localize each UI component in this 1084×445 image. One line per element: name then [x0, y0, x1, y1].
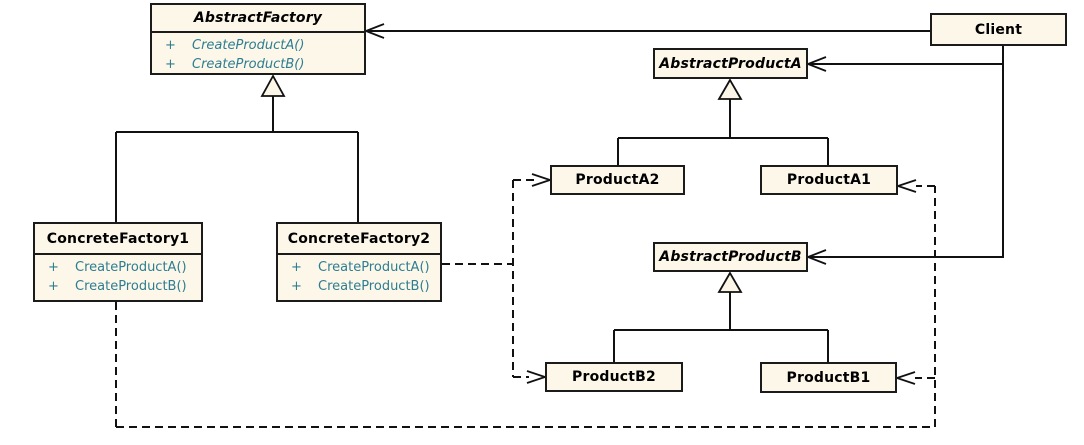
method-signature: CreateProductB() — [192, 57, 305, 72]
visibility-symbol: + — [165, 57, 176, 72]
edge-cf2-bus — [442, 179, 534, 378]
class-title: AbstractFactory — [193, 10, 323, 26]
open-arrow-icon — [363, 23, 385, 39]
method-row: + CreateProductB() — [278, 277, 440, 296]
method-signature: CreateProductA() — [192, 38, 305, 53]
class-abstractproducta: AbstractProductA — [653, 48, 808, 79]
visibility-symbol: + — [291, 279, 302, 294]
triangle-arrow-icon — [717, 271, 743, 293]
visibility-symbol: + — [165, 38, 176, 53]
class-client: Client — [930, 13, 1067, 46]
class-abstractfactory: AbstractFactory + CreateProductA() + Cre… — [150, 3, 366, 75]
method-signature: CreateProductA() — [318, 260, 430, 275]
method-signature: CreateProductB() — [75, 279, 187, 294]
edge-products-b-tree — [613, 292, 829, 362]
open-arrow-icon — [531, 173, 553, 187]
class-producta2: ProductA2 — [550, 165, 685, 195]
generalization-edges — [115, 74, 829, 362]
method-signature: CreateProductA() — [75, 260, 187, 275]
visibility-symbol: + — [48, 260, 59, 275]
open-arrow-icon — [894, 371, 916, 385]
class-title: ProductB2 — [572, 369, 656, 385]
class-methods: + CreateProductA() + CreateProductB() — [35, 253, 201, 296]
class-title: ConcreteFactory1 — [46, 230, 190, 247]
method-row: + CreateProductB() — [35, 277, 201, 296]
method-row: + CreateProductB() — [152, 55, 364, 74]
method-row: + CreateProductA() — [278, 258, 440, 277]
open-arrow-icon — [895, 179, 917, 193]
class-title: AbstractProductB — [659, 249, 802, 265]
edge-products-a-tree — [617, 99, 829, 165]
class-title: ProductA1 — [786, 172, 872, 188]
class-title: ProductB1 — [786, 369, 871, 386]
class-productb1: ProductB1 — [760, 362, 897, 393]
class-title: Client — [974, 21, 1023, 38]
open-arrow-icon — [805, 249, 827, 265]
edge-client-stem — [808, 46, 1004, 258]
edge-factories-tree — [115, 96, 359, 222]
class-title: AbstractProductA — [659, 55, 802, 72]
class-title: ProductA2 — [575, 172, 660, 188]
open-arrow-icon — [526, 370, 548, 384]
method-signature: CreateProductB() — [318, 279, 430, 294]
dependency-arrowheads — [526, 173, 917, 385]
method-row: + CreateProductA() — [152, 36, 364, 55]
class-concretefactory1: ConcreteFactory1 + CreateProductA() + Cr… — [33, 222, 203, 302]
class-abstractproductb: AbstractProductB — [653, 242, 808, 272]
class-methods: + CreateProductA() + CreateProductB() — [152, 31, 364, 74]
visibility-symbol: + — [48, 279, 59, 294]
edge-cf1-bus — [115, 185, 936, 428]
open-arrow-icon — [805, 56, 827, 72]
method-row: + CreateProductA() — [35, 258, 201, 277]
visibility-symbol: + — [291, 260, 302, 275]
class-producta1: ProductA1 — [760, 165, 898, 195]
class-productb2: ProductB2 — [545, 362, 683, 392]
class-concretefactory2: ConcreteFactory2 + CreateProductA() + Cr… — [276, 222, 442, 302]
class-title: ConcreteFactory2 — [287, 230, 431, 247]
triangle-arrow-icon — [717, 78, 743, 100]
triangle-arrow-icon — [260, 74, 286, 97]
association-edges — [363, 23, 1004, 265]
class-methods: + CreateProductA() + CreateProductB() — [278, 253, 440, 296]
dependency-edges — [115, 179, 936, 428]
